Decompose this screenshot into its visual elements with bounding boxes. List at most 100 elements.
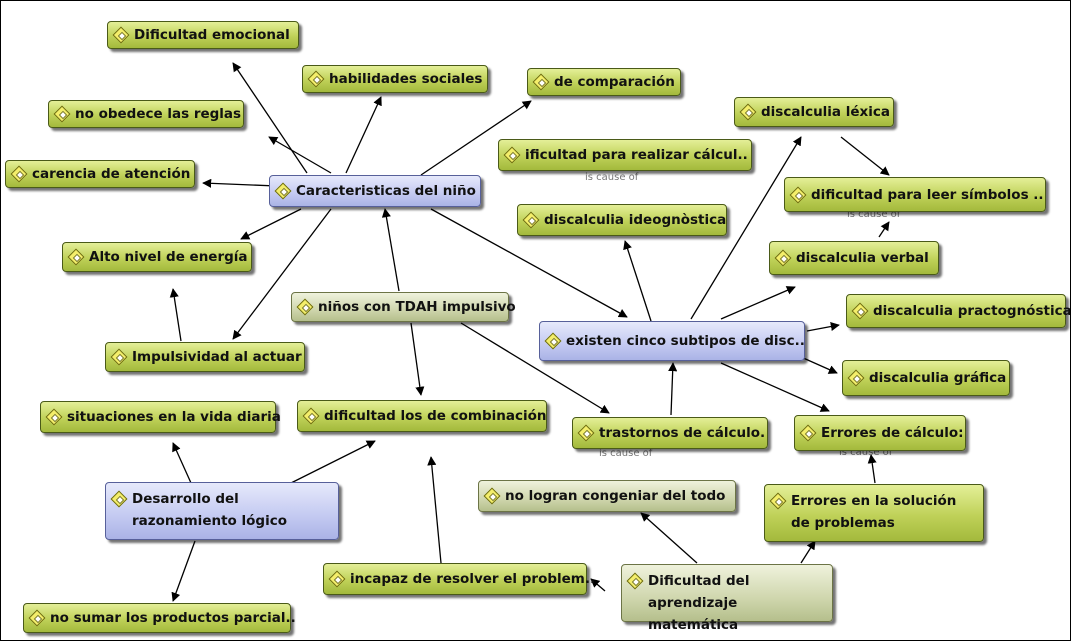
connector-arrow	[640, 512, 698, 564]
node-label: dificultad para leer símbolos ..	[811, 186, 1044, 203]
node-trastornos[interactable]: trastornos de cálculo.	[572, 417, 768, 449]
concept-icon	[54, 106, 70, 122]
node-label: Alto nivel de energía	[89, 249, 248, 265]
connector-arrow	[268, 136, 332, 174]
node-label: Errores de cálculo:	[821, 425, 964, 441]
node-label: habilidades sociales	[329, 71, 483, 87]
connector-arrow	[867, 454, 877, 484]
node-carencia-atencion[interactable]: carencia de atención	[5, 160, 195, 188]
concept-icon	[303, 408, 319, 424]
node-alto-nivel-energia[interactable]: Alto nivel de energía	[62, 242, 252, 272]
connector-arrow	[381, 208, 400, 292]
node-label: existen cinco subtipos de disc..	[566, 333, 805, 349]
node-label: discalculia verbal	[796, 250, 929, 266]
connector-arrow	[290, 440, 376, 484]
connector-arrow	[240, 208, 302, 240]
concept-icon	[523, 212, 539, 228]
node-impulsividad[interactable]: Impulsividad al actuar	[105, 342, 305, 372]
connector-arrow	[623, 240, 652, 322]
node-label: discalculia léxica	[761, 104, 890, 120]
concept-icon	[11, 166, 27, 182]
concept-icon	[275, 183, 291, 199]
connector-arrow	[345, 96, 382, 174]
connector-arrow	[430, 208, 628, 318]
concept-icon	[770, 493, 786, 509]
connector-arrow	[232, 62, 308, 174]
node-dificultad-emocional[interactable]: Dificultad emocional	[107, 21, 299, 49]
node-label: trastornos de cálculo.	[599, 425, 766, 441]
node-no-logran[interactable]: no logran congeniar del todo	[478, 480, 736, 512]
node-discalculia-lexica[interactable]: discalculia léxica	[734, 97, 894, 127]
node-no-obedece[interactable]: no obedece las reglas	[48, 100, 244, 128]
connector-arrow	[720, 286, 796, 320]
connector-arrow	[690, 136, 802, 320]
relation-label: is cause of	[585, 172, 639, 183]
node-label: discalculia gráfica	[869, 370, 1007, 386]
connector-arrow	[800, 356, 838, 374]
concept-icon	[533, 74, 549, 90]
node-dificultad-leer[interactable]: dificultad para leer símbolos ..	[784, 177, 1046, 212]
node-errores-solucion[interactable]: Errores en la solución de problemas	[764, 484, 984, 542]
node-label: ificultad para realizar cálcul..	[525, 147, 748, 163]
node-label: no logran congeniar del todo	[505, 488, 726, 504]
node-label: dificultad los de combinación	[324, 408, 547, 424]
concept-icon	[627, 573, 643, 589]
node-discalculia-practognostica[interactable]: discalculia practognóstica	[846, 294, 1070, 328]
concept-icon	[790, 187, 806, 203]
concept-icon	[68, 249, 84, 265]
node-label: Errores en la solución de problemas	[791, 493, 957, 531]
node-label: Caracteristicas del niño	[296, 183, 476, 199]
concept-icon	[775, 250, 791, 266]
concept-icon	[852, 303, 868, 319]
concept-icon	[545, 333, 561, 349]
node-label: discalculia ideognòstica	[544, 212, 727, 228]
connector-arrow	[878, 221, 890, 238]
node-discalculia-verbal[interactable]: discalculia verbal	[769, 241, 939, 275]
node-incapaz[interactable]: incapaz de resolver el problem..	[323, 563, 595, 595]
node-discalculia-grafica[interactable]: discalculia gráfica	[842, 360, 1010, 396]
node-ninos-tdah[interactable]: niños con TDAH impulsivo	[291, 292, 516, 322]
connector-arrow	[172, 442, 192, 484]
concept-icon	[308, 71, 324, 87]
concept-icon	[484, 488, 500, 504]
node-label: situaciones en la vida diaria	[67, 409, 281, 425]
node-de-comparacion[interactable]: de comparación	[527, 68, 681, 96]
connector-arrow	[840, 136, 890, 176]
node-label: Dificultad emocional	[134, 27, 290, 43]
node-desarrollo-razonamiento[interactable]: Desarrollo del razonamiento lógico	[105, 482, 339, 540]
node-situaciones[interactable]: situaciones en la vida diaria	[40, 401, 281, 433]
relation-label: is cause of	[847, 209, 901, 220]
node-dificultad-combinacion[interactable]: dificultad los de combinación	[297, 400, 547, 432]
concept-icon	[329, 571, 345, 587]
connector-arrow	[420, 100, 532, 176]
node-dificultad-aprendizaje[interactable]: Dificultad del aprendizaje matemática	[621, 564, 833, 633]
concept-icon	[504, 147, 520, 163]
concept-icon	[111, 349, 127, 365]
node-caracteristicas-del-nino[interactable]: Caracteristicas del niño	[269, 175, 481, 207]
connector-arrow	[668, 362, 678, 416]
node-ificultad-calculo[interactable]: ificultad para realizar cálcul..	[498, 139, 752, 171]
node-existen-cinco-subtipos[interactable]: existen cinco subtipos de disc..	[539, 321, 805, 361]
node-label: carencia de atención	[32, 166, 191, 182]
connector-arrow	[410, 322, 425, 396]
concept-icon	[29, 610, 45, 626]
node-habilidades-sociales[interactable]: habilidades sociales	[302, 65, 488, 93]
connector-arrow	[427, 456, 442, 564]
connector-arrow	[720, 362, 830, 412]
relation-label: is cause of	[839, 447, 893, 458]
node-errores-calculo[interactable]: Errores de cálculo:	[794, 415, 966, 451]
connector-arrow	[800, 540, 816, 564]
relation-label: is cause of	[599, 448, 653, 459]
connector-arrow	[232, 208, 332, 340]
connector-arrow	[171, 540, 196, 602]
concept-icon	[297, 299, 313, 315]
connector-arrow	[169, 288, 182, 342]
node-discalculia-ideognostica[interactable]: discalculia ideognòstica	[517, 204, 727, 236]
concept-icon	[740, 104, 756, 120]
node-label: incapaz de resolver el problem..	[350, 571, 596, 587]
node-no-sumar[interactable]: no sumar los productos parcial..	[23, 603, 296, 633]
connector-arrow	[460, 322, 610, 414]
concept-icon	[46, 409, 62, 425]
